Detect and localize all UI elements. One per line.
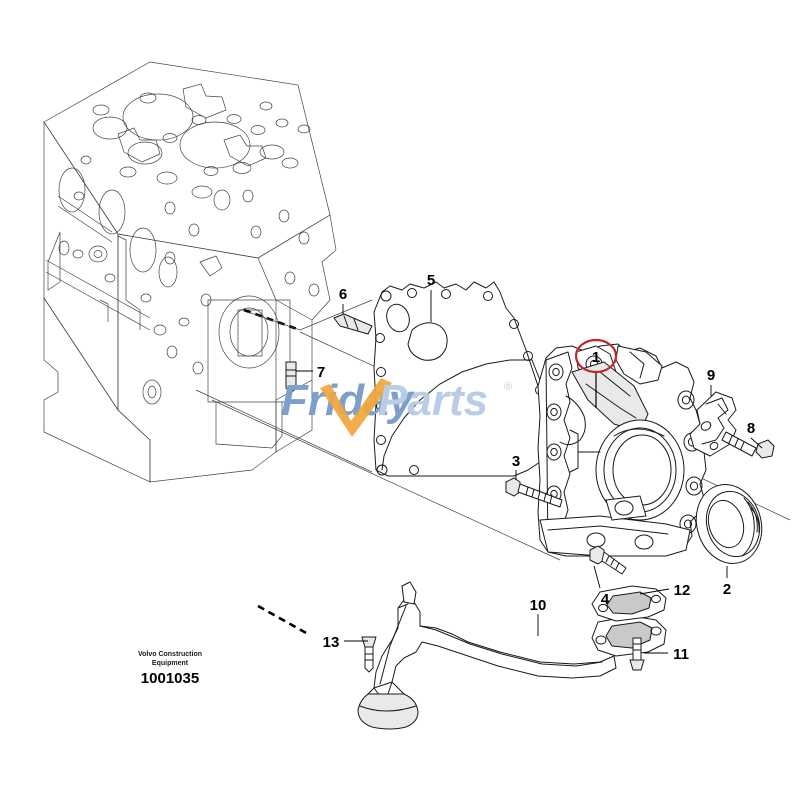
dowel-pin-7-part [285,361,297,394]
callout-2-label: 2 [723,581,731,598]
callout-1-label: 1 [592,349,600,366]
callout-10[interactable]: 10 [530,597,547,614]
bolt-8-part [721,431,775,459]
callout-4[interactable]: 4 [601,591,610,608]
callout-3-label: 3 [512,453,520,470]
callout-11-label: 11 [673,646,689,663]
callout-6[interactable]: 6 [339,286,347,303]
pipe-gasket-part [591,585,667,622]
dowel-pin-6-part [333,313,373,335]
part-number: 1001035 [141,670,199,687]
highlight-ring [574,338,618,374]
callout-5-label: 5 [427,272,435,289]
bolt-11-part [629,637,645,671]
oil-suction-pipe-part [357,581,667,730]
timing-gear-housing-part [537,343,707,557]
watermark-parts-text: Parts [378,376,488,425]
bolt-3-part [505,477,563,508]
leader-4 [593,565,601,589]
callout-8-label: 8 [747,420,755,437]
callout-4-label: 4 [601,591,610,608]
brand-line-1: Volvo Construction [138,651,202,658]
housing-gasket-part [373,281,553,477]
leader-12 [639,588,670,595]
fasteners [285,313,775,673]
bolt-13-part [361,636,377,673]
callout-11[interactable]: 11 [673,646,689,663]
callout-2[interactable]: 2 [723,581,731,598]
callout-13[interactable]: 13 [323,634,340,651]
callout-13-label: 13 [323,634,340,651]
brand-line-2: Equipment [152,660,189,667]
callout-1[interactable]: 1 [574,338,618,374]
watermark-check-icon [320,378,392,437]
callout-5[interactable]: 5 [427,272,435,289]
callout-7-label: 7 [317,364,325,381]
watermark-registered-icon: ® [504,381,512,393]
callout-leader-lines [296,290,763,654]
callout-7[interactable]: 7 [317,364,325,381]
callout-9-label: 9 [707,367,715,384]
callout-8[interactable]: 8 [747,420,755,437]
crankshaft-oil-seal-part [695,484,763,564]
callout-10-label: 10 [530,597,547,614]
callout-12[interactable]: 12 [674,582,691,599]
callout-6-label: 6 [339,286,347,303]
bolt-4-part [589,545,627,575]
engine-block-illustration [43,61,337,483]
callout-12-label: 12 [674,582,691,599]
leader-8 [750,437,763,449]
callout-9[interactable]: 9 [707,367,715,384]
callout-3[interactable]: 3 [512,453,520,470]
fridayparts-watermark: Friday Parts ® [281,376,512,437]
brand-block: Volvo Construction Equipment 1001035 [138,651,202,687]
